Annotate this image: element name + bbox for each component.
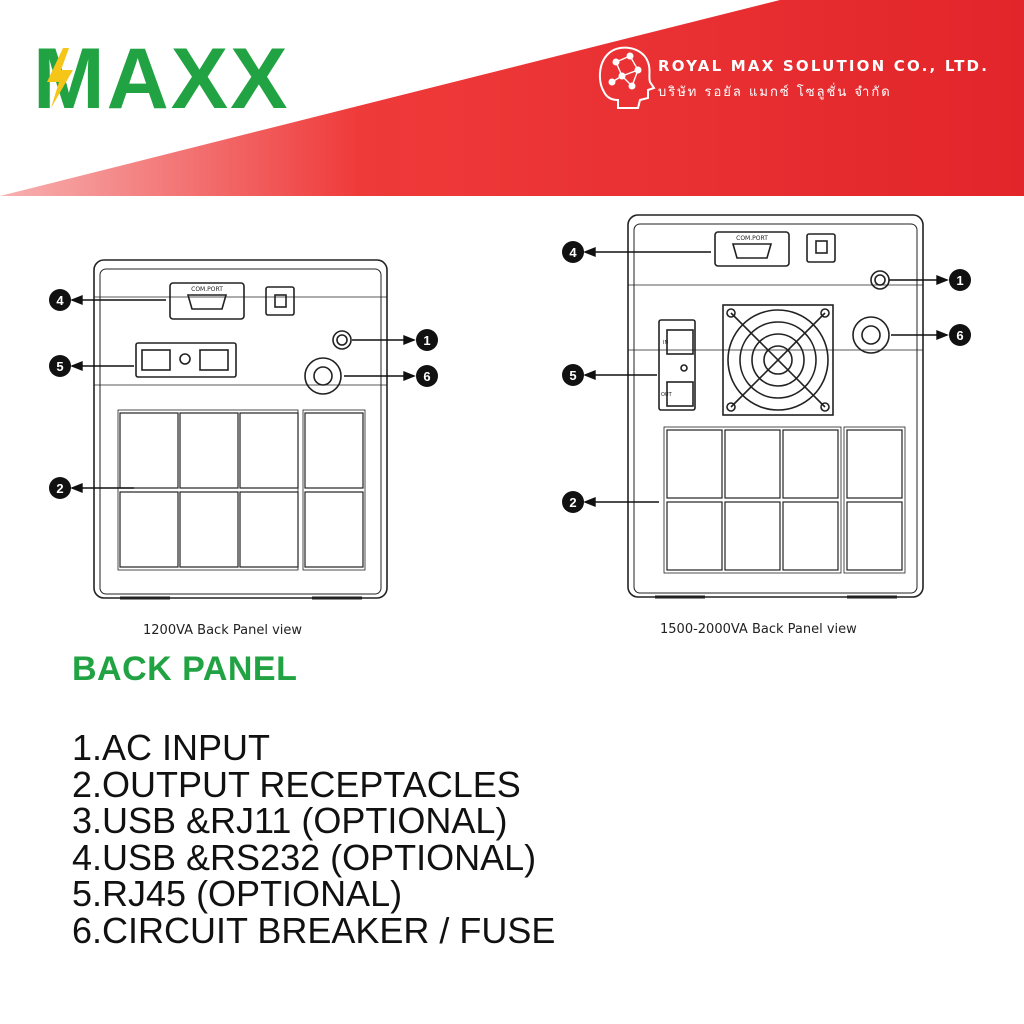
head-network-icon [598,46,656,109]
company-name: ROYAL MAX SOLUTION CO., LTD. บริษัท รอยั… [658,57,989,102]
caption-1200va: 1200VA Back Panel view [143,623,303,638]
list-item: 2.OUTPUT RECEPTACLES [72,763,521,805]
diagram-1500-2000va: 4 1 5 6 2 COM.PORT IN OUT [562,214,971,599]
banner-red-wedge [0,0,1024,196]
header-banner: MAXX [0,0,1024,196]
callout-label: 1 [423,333,430,348]
list-item: 5.RJ45 (OPTIONAL) [72,873,403,914]
callout-label: 4 [569,245,577,260]
lightning-bolt-icon [47,48,73,108]
list-item: 1.AC INPUT [72,727,271,768]
logo-text: MAXX [33,31,289,127]
callout-label: 2 [56,481,63,496]
callout-label: 5 [569,368,576,383]
callout-label: 1 [956,273,963,288]
port-label-in: IN [663,340,668,346]
caption-1500-2000va: 1500-2000VA Back Panel view [660,622,857,637]
com-port-label: COM.PORT [191,286,223,293]
list-item: 4.USB &RS232 (OPTIONAL) [72,836,537,878]
feature-list: 1.AC INPUT 2.OUTPUT RECEPTACLES 3.USB &R… [72,727,556,951]
company-name-en: ROYAL MAX SOLUTION CO., LTD. [658,57,990,75]
company-name-th: บริษัท รอยัล แมกซ์ โซลูชั่น จำกัด [658,85,892,100]
list-item: 6.CIRCUIT BREAKER / FUSE [72,909,556,951]
callouts-1200va [49,289,438,499]
com-port-label: COM.PORT [736,235,768,242]
callout-label: 5 [56,359,63,374]
list-item: 3.USB &RJ11 (OPTIONAL) [72,800,508,841]
callout-label: 4 [56,293,64,308]
callout-label: 6 [956,328,963,343]
callout-label: 6 [423,369,430,384]
section-title: BACK PANEL [72,650,298,688]
diagram-1200va: 4 5 1 6 2 COM.PORT [49,259,438,600]
callout-label: 2 [569,495,576,510]
port-label-out: OUT [661,392,673,398]
callouts-1500-2000va [562,241,971,513]
maxx-logo: MAXX [33,31,289,127]
